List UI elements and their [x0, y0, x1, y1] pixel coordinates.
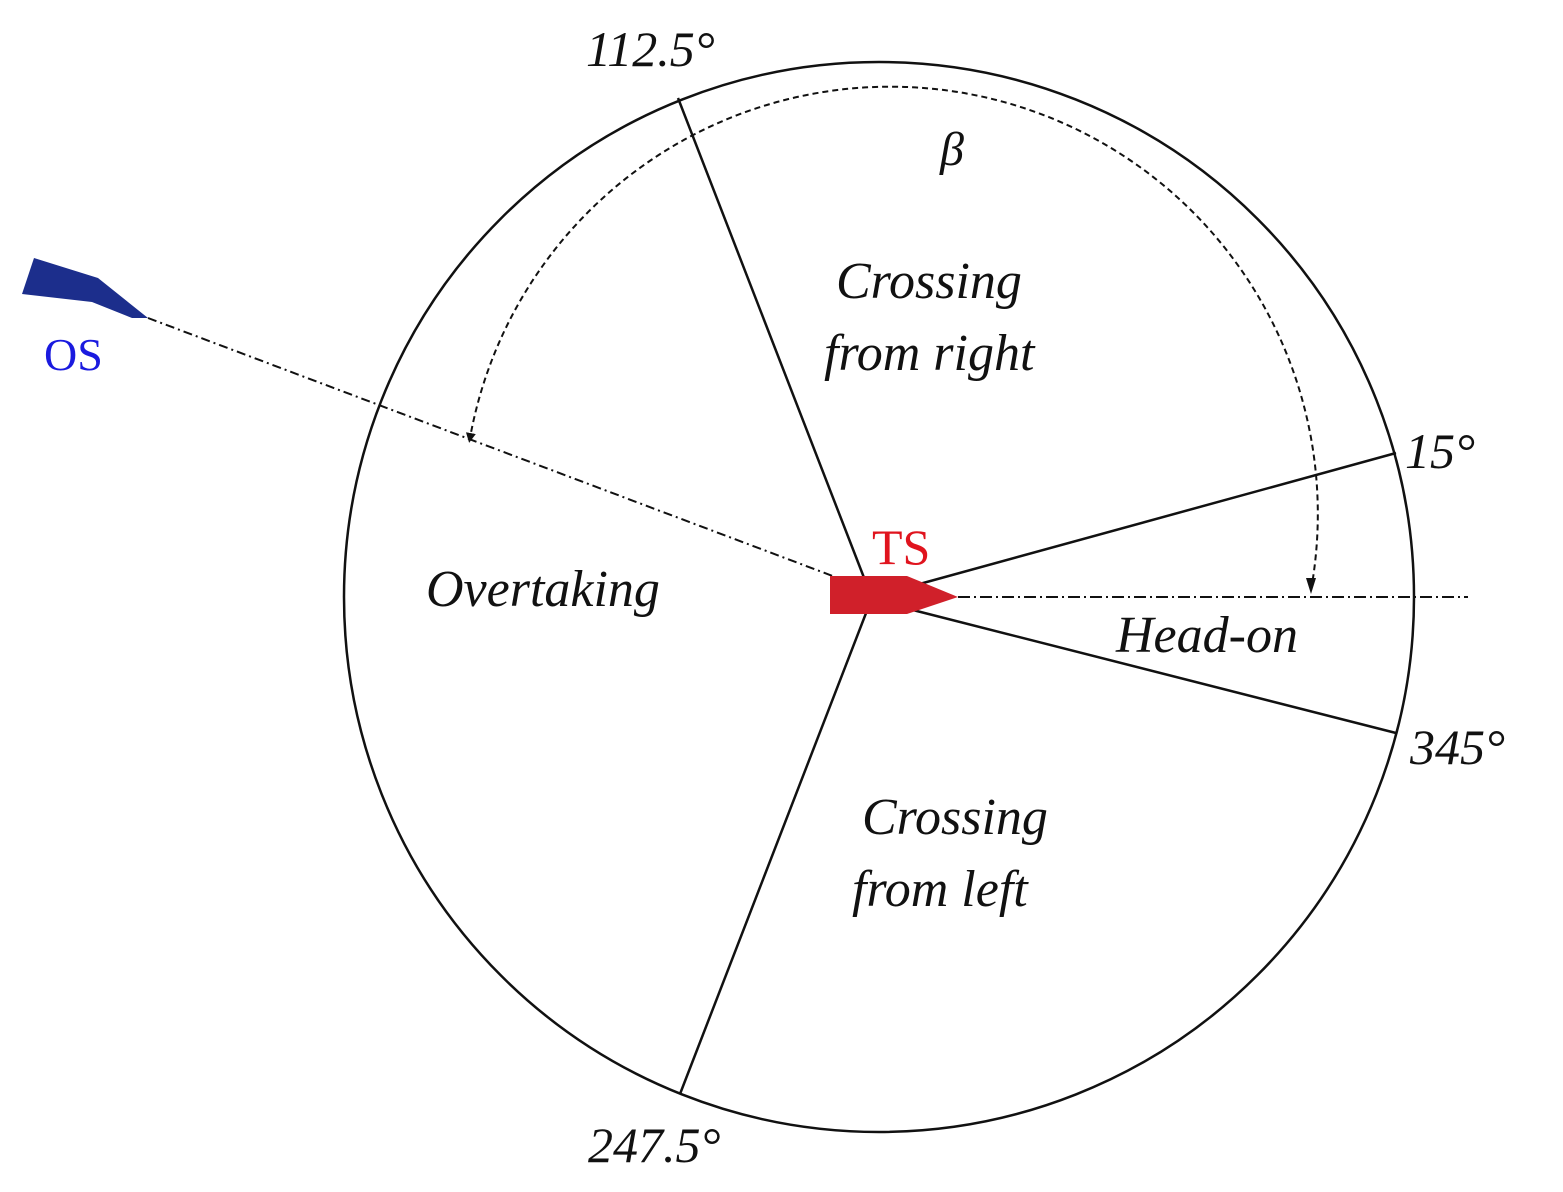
- beta-arc-end-arrow: [1306, 578, 1316, 594]
- os-course-line: [147, 317, 839, 579]
- boundary-line-112-5: [676, 97, 870, 589]
- sector-label-crossing-left-line1: Crossing: [862, 789, 1048, 846]
- own-ship-label: OS: [44, 329, 103, 380]
- sector-label-crossing-right-line2: from right: [824, 325, 1036, 382]
- angle-label-15: 15°: [1405, 423, 1475, 479]
- beta-label: β: [939, 123, 964, 176]
- sector-label-head-on: Head-on: [1115, 607, 1298, 664]
- angle-label-112-5: 112.5°: [586, 21, 715, 77]
- beta-arc: [465, 85, 1319, 591]
- angle-label-247-5: 247.5°: [588, 1117, 721, 1173]
- sector-label-crossing-right-line1: Crossing: [836, 253, 1022, 310]
- own-ship-icon: [22, 258, 148, 318]
- boundary-line-15: [904, 451, 1397, 590]
- sector-label-overtaking: Overtaking: [426, 561, 660, 618]
- sector-label-crossing-left-line2: from left: [852, 861, 1029, 918]
- angle-label-345: 345°: [1409, 719, 1505, 775]
- target-ship-icon: [830, 576, 958, 614]
- boundary-line-345: [904, 606, 1397, 735]
- target-ship-label: TS: [872, 519, 930, 575]
- boundary-line-247-5: [678, 607, 870, 1095]
